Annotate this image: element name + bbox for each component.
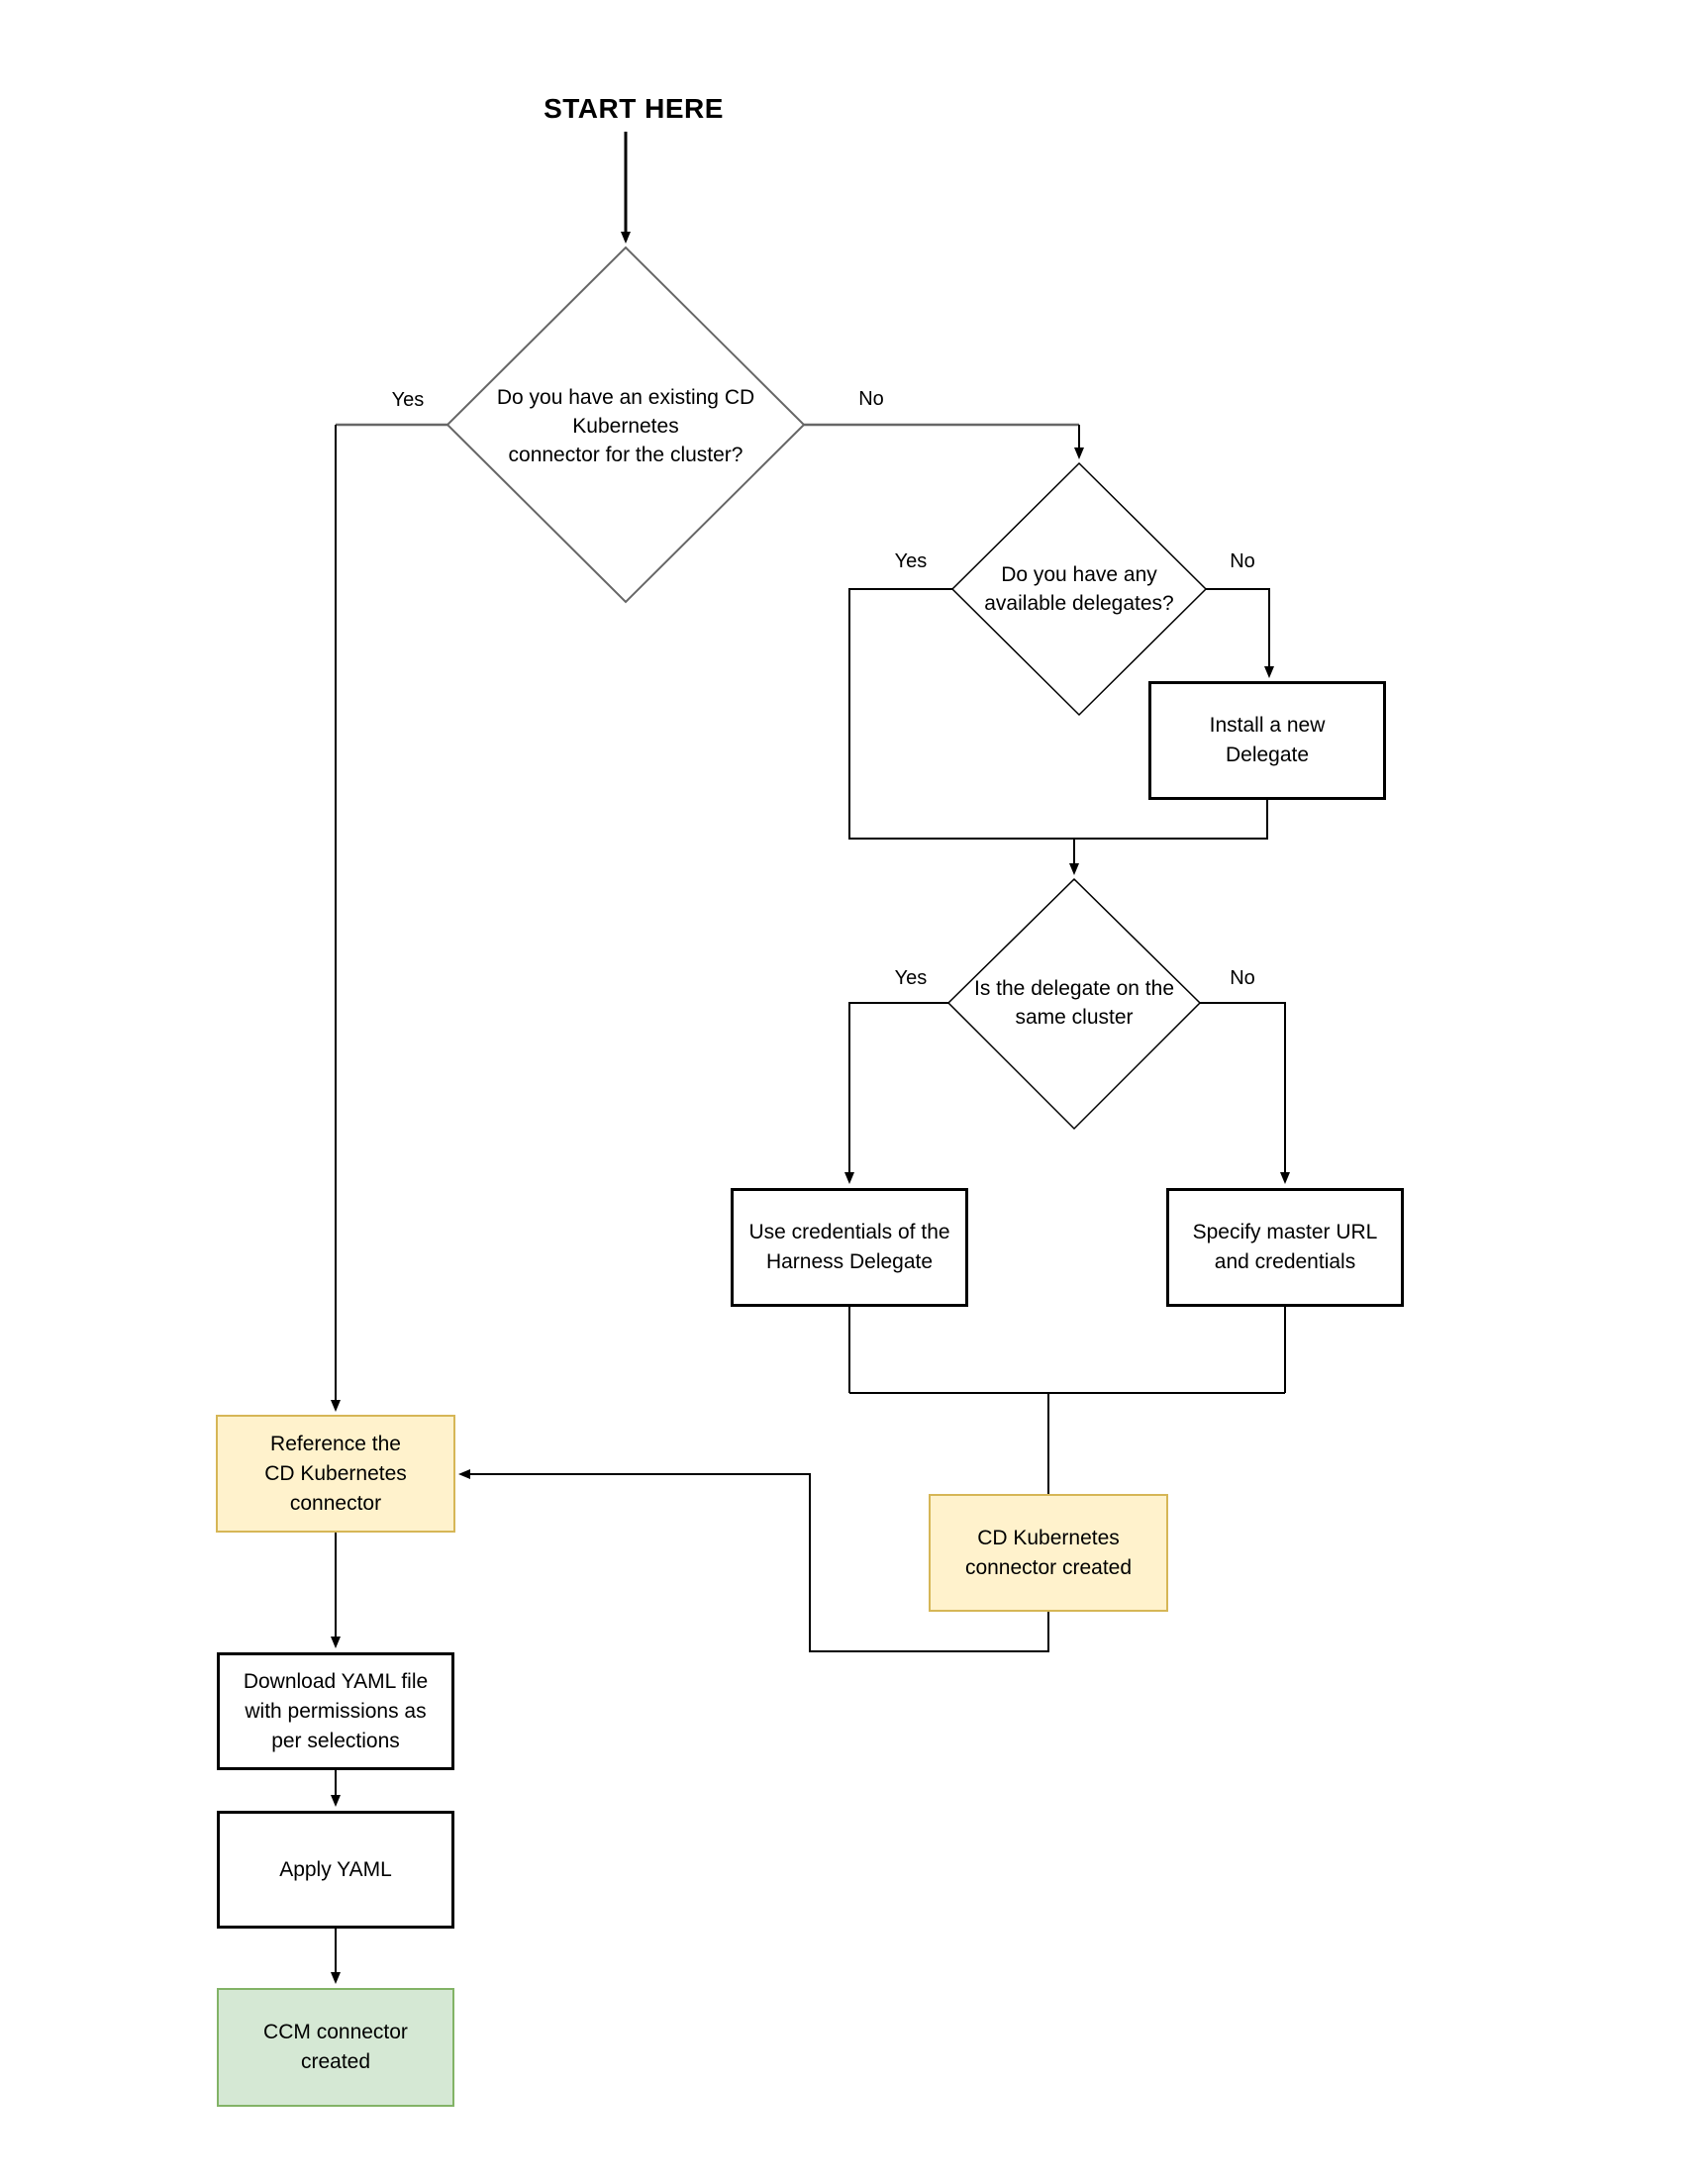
node-specify-master-url: Specify master URL and credentials [1166, 1188, 1404, 1307]
node-install-delegate: Install a new Delegate [1148, 681, 1386, 800]
node-label-line: connector created [964, 1555, 1133, 1579]
edge-cd-created-to-reference [458, 1469, 1049, 1652]
decision-diamond-available-delegates [950, 461, 1208, 717]
node-label-line: and credentials [1214, 1250, 1356, 1273]
decision-same-cluster: Is the delegate on the same cluster [931, 973, 1218, 1033]
edge-q-delegates-yes [848, 588, 1074, 840]
node-label-line: Install a new [1209, 714, 1326, 737]
node-label-line: Reference the [270, 1432, 401, 1455]
label-q-connector-yes: Yes [391, 388, 425, 411]
decision-label-line: Do you have any [1001, 563, 1157, 586]
label-q-delegates-yes: Yes [894, 549, 928, 572]
decision-label-line: Do you have an existing CD [496, 385, 755, 409]
node-label-line: with permissions as [245, 1699, 427, 1723]
node-label-line: Apply YAML [279, 1857, 392, 1881]
start-here-title: START HERE [544, 93, 724, 124]
node-label-line: Use credentials of the [748, 1221, 950, 1243]
node-label-line: Specify master URL [1192, 1221, 1378, 1243]
node-label-line: CD Kubernetes [977, 1526, 1120, 1549]
edge-q-same-cluster-no [1200, 1002, 1290, 1184]
node-label-line: CD Kubernetes [264, 1461, 407, 1485]
decision-label-line: Is the delegate on the [974, 977, 1174, 1000]
decision-label-line: connector for the cluster? [508, 443, 743, 466]
decision-label-line: available delegates? [984, 592, 1174, 615]
node-label-line: connector [289, 1491, 382, 1515]
node-ccm-connector-created: CCM connector created [217, 1988, 454, 2107]
node-label-line: per selections [271, 1729, 400, 1752]
decision-existing-connector: Do you have an existing CD Kubernetes co… [467, 382, 784, 469]
decision-available-delegates: Do you have any available delegates? [941, 559, 1218, 619]
node-label-line: CCM connector [263, 2021, 408, 2043]
node-download-yaml: Download YAML file with permissions as p… [217, 1652, 454, 1770]
decision-label-line: Kubernetes [572, 414, 679, 438]
node-label-line: Harness Delegate [765, 1250, 934, 1273]
node-label-line: Delegate [1225, 744, 1310, 766]
node-label-line: Download YAML file [243, 1669, 429, 1693]
edge-q-same-cluster-yes [844, 1002, 948, 1184]
node-apply-yaml: Apply YAML [217, 1811, 454, 1929]
edge-q-delegates-no [1206, 588, 1274, 678]
label-q-connector-no: No [858, 387, 884, 410]
node-use-credentials: Use credentials of the Harness Delegate [731, 1188, 968, 1307]
decision-diamond-same-cluster [946, 877, 1202, 1131]
decision-diamond-existing-connector [446, 246, 806, 604]
decision-label-line: same cluster [1015, 1006, 1134, 1029]
label-q-same-cluster-no: No [1230, 966, 1255, 989]
node-cd-connector-created: CD Kubernetes connector created [929, 1494, 1168, 1612]
label-q-delegates-no: No [1230, 549, 1255, 572]
node-label-line: created [300, 2050, 371, 2073]
node-reference-connector: Reference the CD Kubernetes connector [216, 1415, 455, 1533]
label-q-same-cluster-yes: Yes [894, 966, 928, 989]
edge-install-to-merge [1074, 800, 1268, 840]
